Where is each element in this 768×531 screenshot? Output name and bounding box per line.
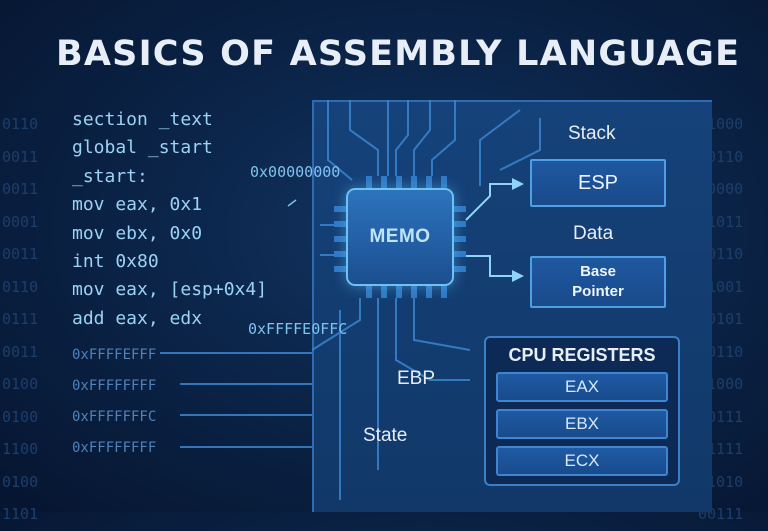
binary-text: 0011 (2, 245, 39, 263)
memory-chip: MEMO (346, 188, 454, 286)
code-line: mov ebx, 0x0 (72, 222, 203, 244)
stack-label: Stack (568, 123, 616, 144)
chip-pins-bottom (366, 286, 447, 298)
binary-text: 0011 (2, 180, 39, 198)
address-list: 0xFFFFEFFF 0xFFFFFFFF 0xFFFFFFFC 0xFFFFF… (72, 342, 156, 466)
esp-box: ESP (530, 159, 666, 207)
address-item: 0xFFFFEFFF (72, 347, 157, 363)
binary-text: 0001 (2, 212, 39, 231)
memory-chip-label: MEMO (369, 226, 431, 247)
code-listing: section _text global _start _start: mov … (72, 106, 267, 333)
register-eax: EAX (496, 372, 668, 402)
circuit-traces (160, 100, 541, 500)
code-line: int 0x80 (72, 250, 159, 272)
address-item: 0xFFFFFFFF (72, 440, 157, 456)
binary-text: 0110 (2, 115, 39, 133)
page-title: BASICS OF ASSEMBLY LANGUAGE (56, 34, 741, 74)
cpu-register-list: EAX EBX ECX (496, 372, 668, 483)
code-line: add eax, edx (72, 307, 203, 329)
binary-text: 0110 (2, 277, 39, 296)
binary-text: 0100 (2, 472, 39, 491)
base-pointer-line: Base (580, 263, 616, 280)
binary-text: 0011 (2, 342, 39, 361)
chip-pins-left (334, 206, 346, 272)
binary-text: 1100 (2, 440, 39, 458)
address-label-bottom: 0xFFFFE0FFC (248, 320, 348, 338)
address-label-top: 0x00000000 (250, 163, 341, 181)
code-line: mov eax, [esp+0x4] (72, 279, 268, 301)
cpu-registers-panel: CPU REGISTERS EAX EBX ECX (484, 336, 680, 486)
chip-pins-right (454, 206, 466, 272)
register-ebx: EBX (496, 409, 668, 439)
base-pointer-box: Base Pointer (530, 256, 666, 308)
register-ecx: ECX (496, 446, 668, 476)
ebp-label: EBP (397, 368, 436, 389)
cpu-registers-title: CPU REGISTERS (508, 345, 656, 365)
address-item: 0xFFFFFFFC (72, 409, 157, 425)
binary-text: 0100 (2, 407, 39, 426)
binary-text: 0100 (2, 375, 39, 393)
binary-text: 0111 (2, 310, 39, 328)
data-label: Data (573, 223, 614, 244)
code-line: global _start (72, 137, 213, 159)
binary-text: 0011 (2, 147, 39, 166)
code-line: _start: (72, 165, 148, 187)
chip-pins-top (366, 176, 447, 188)
state-label: State (363, 425, 408, 446)
code-line: mov eax, 0x1 (72, 194, 203, 216)
base-pointer-line: Pointer (572, 283, 624, 300)
address-item: 0xFFFFFFFF (72, 378, 157, 394)
code-line: section _text (72, 109, 213, 130)
